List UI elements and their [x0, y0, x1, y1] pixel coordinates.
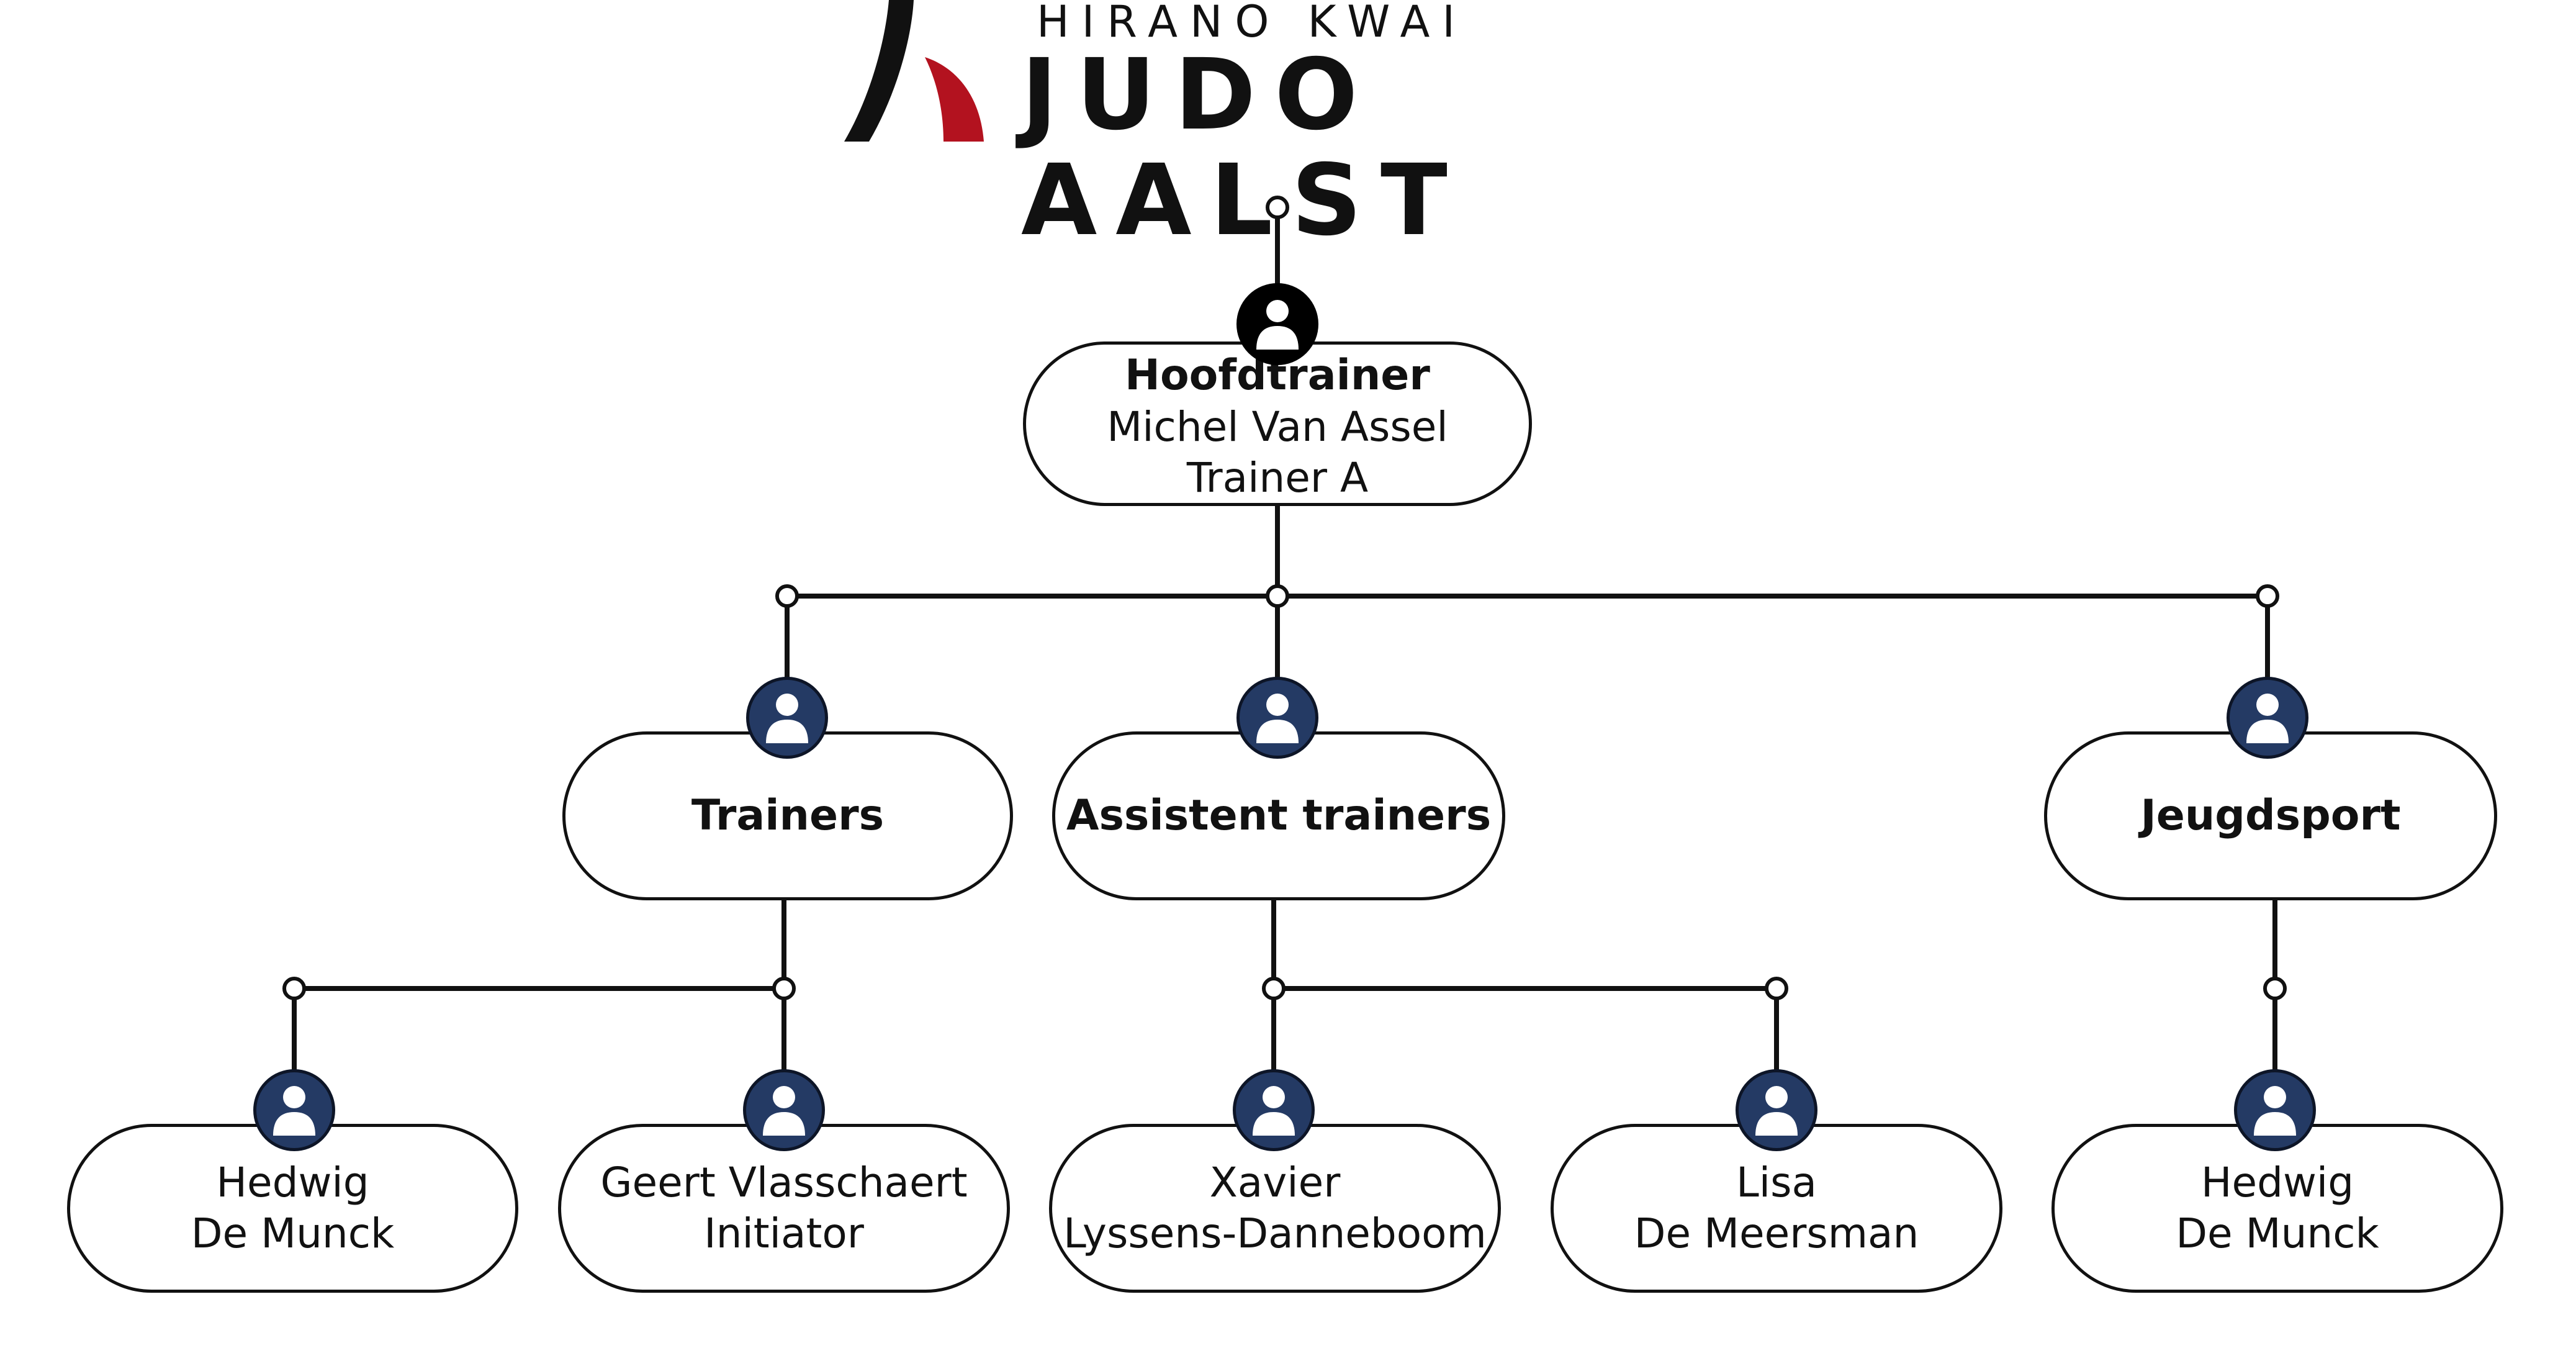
junction-dot [2263, 977, 2287, 1000]
node-title: Jeugdsport [2140, 791, 2401, 840]
junction-dot [1765, 977, 1788, 1000]
avatar [743, 1069, 825, 1151]
logo-mark [844, 0, 984, 142]
avatar [253, 1069, 335, 1151]
node-hoofdtrainer[interactable]: Hoofdtrainer Michel Van Assel Trainer A [1023, 341, 1532, 506]
avatar [1236, 283, 1318, 365]
person-icon [766, 694, 808, 743]
avatar [1736, 1069, 1817, 1151]
junction-dot [775, 584, 799, 608]
node-line: Lyssens-Danneboom [1063, 1210, 1487, 1257]
node-jeugdsport[interactable]: Jeugdsport [2044, 731, 2497, 900]
person-icon [273, 1086, 315, 1136]
person-icon [2254, 1086, 2296, 1136]
person-icon [1253, 1086, 1295, 1136]
logo: HIRANO KWAI JUDO AALST [844, 0, 1738, 253]
node-line: Initiator [704, 1210, 864, 1257]
node-line: Hedwig [216, 1159, 369, 1206]
person-icon [763, 1086, 805, 1136]
node-title: Trainers [691, 791, 885, 840]
node-line: Trainer A [1186, 453, 1369, 502]
node-line: Lisa [1736, 1159, 1817, 1206]
node-member[interactable]: Lisa De Meersman [1551, 1124, 2002, 1293]
avatar [1233, 1069, 1315, 1151]
junction-dot [772, 977, 796, 1000]
node-line: De Munck [2176, 1210, 2379, 1257]
junction-dot [2256, 584, 2279, 608]
junction-dot [282, 977, 306, 1000]
node-assistent-trainers[interactable]: Assistent trainers [1052, 731, 1505, 900]
junction-dot [1262, 977, 1286, 1000]
avatar [1236, 677, 1318, 759]
junction-dot [1266, 584, 1289, 608]
avatar [2234, 1069, 2316, 1151]
avatar [746, 677, 828, 759]
node-line: Xavier [1209, 1159, 1341, 1206]
node-line: De Meersman [1634, 1210, 1919, 1257]
node-line: Hedwig [2200, 1159, 2354, 1206]
node-member[interactable]: Hedwig De Munck [67, 1124, 518, 1293]
person-icon [1755, 1086, 1798, 1136]
node-member[interactable]: Geert Vlasschaert Initiator [558, 1124, 1010, 1293]
person-icon [2246, 694, 2289, 743]
junction-dot [1266, 196, 1289, 219]
person-icon [1256, 694, 1299, 743]
brand-top-text: HIRANO KWAI [1037, 0, 1468, 47]
node-line: Geert Vlasschaert [600, 1159, 968, 1206]
node-line: De Munck [191, 1210, 395, 1257]
person-icon [1256, 300, 1299, 350]
node-trainers[interactable]: Trainers [562, 731, 1013, 900]
node-line: Michel Van Assel [1107, 402, 1448, 451]
node-title: Assistent trainers [1066, 791, 1492, 840]
avatar [2227, 677, 2308, 759]
brand-main-text: JUDO AALST [1021, 38, 1466, 258]
